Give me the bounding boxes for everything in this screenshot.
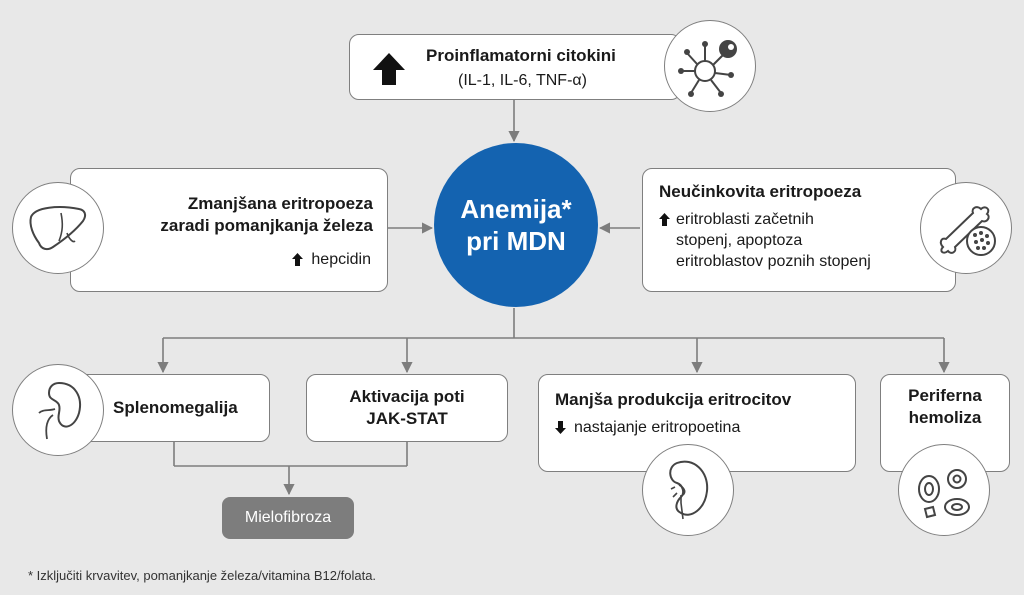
top-cause-box: Proinflamatorni citokini (IL-1, IL-6, TN… (349, 34, 681, 100)
small-arrow-down-icon (555, 421, 566, 434)
anemia-center-circle: Anemija* pri MDN (434, 143, 598, 307)
right-title: Neučinkovita eritropoeza (659, 182, 862, 201)
b4-title: Periferna hemoliza (881, 385, 1009, 429)
right-detail-line1: eritroblasti začetnih (676, 211, 814, 228)
b2-title: Aktivacija poti JAK-STAT (307, 386, 507, 430)
b3-detail-text: nastajanje eritropoetina (574, 419, 741, 436)
b2-title-line1: Aktivacija poti (349, 387, 465, 406)
right-cause-box: Neučinkovita eritropoeza eritroblasti za… (642, 168, 956, 292)
center-line1: Anemija* (460, 194, 572, 224)
kidney-icon (642, 444, 734, 536)
myelofibrosis-pill: Mielofibroza (222, 497, 354, 539)
top-title: Proinflamatorni citokini (426, 46, 616, 65)
arrow-up-icon (373, 53, 405, 85)
immune-cell-icon (664, 20, 756, 112)
jak-stat-box: Aktivacija poti JAK-STAT (306, 374, 508, 442)
b2-title-line2: JAK-STAT (366, 409, 448, 428)
spleen-icon (12, 364, 104, 456)
top-subtitle: (IL-1, IL-6, TNF-α) (458, 72, 587, 89)
red-blood-cells-icon (898, 444, 990, 536)
left-detail: hepcidin (292, 249, 371, 270)
outcome-label: Mielofibroza (244, 509, 332, 526)
center-line2: pri MDN (466, 226, 566, 256)
left-cause-box: Zmanjšana eritropoeza zaradi pomanjkanja… (70, 168, 388, 292)
b4-title-line2: hemoliza (908, 408, 982, 427)
small-arrow-up-icon (659, 213, 670, 226)
right-detail-line2: stopenj, apoptoza (676, 232, 803, 249)
left-title-line1: Zmanjšana eritropoeza (187, 194, 373, 213)
small-arrow-up-icon (292, 253, 304, 266)
left-title: Zmanjšana eritropoeza zaradi pomanjkanja… (160, 193, 373, 237)
b4-title-line1: Periferna (908, 386, 982, 405)
splenomegaly-box: Splenomegalija (72, 374, 270, 442)
right-detail-line3: eritroblastov poznih stopenj (676, 253, 871, 270)
liver-icon (12, 182, 104, 274)
b3-detail: nastajanje eritropoetina (555, 417, 740, 438)
b1-title: Splenomegalija (113, 398, 238, 417)
erythrocyte-production-box: Manjša produkcija eritrocitov nastajanje… (538, 374, 856, 472)
bone-marrow-icon (920, 182, 1012, 274)
b3-title: Manjša produkcija eritrocitov (555, 390, 792, 409)
right-detail: eritroblasti začetnih stopenj, apoptoza … (659, 209, 871, 272)
footnote: * Izključiti krvavitev, pomanjkanje žele… (28, 568, 377, 583)
left-detail-text: hepcidin (311, 251, 371, 268)
left-title-line2: zaradi pomanjkanja železa (160, 216, 373, 235)
